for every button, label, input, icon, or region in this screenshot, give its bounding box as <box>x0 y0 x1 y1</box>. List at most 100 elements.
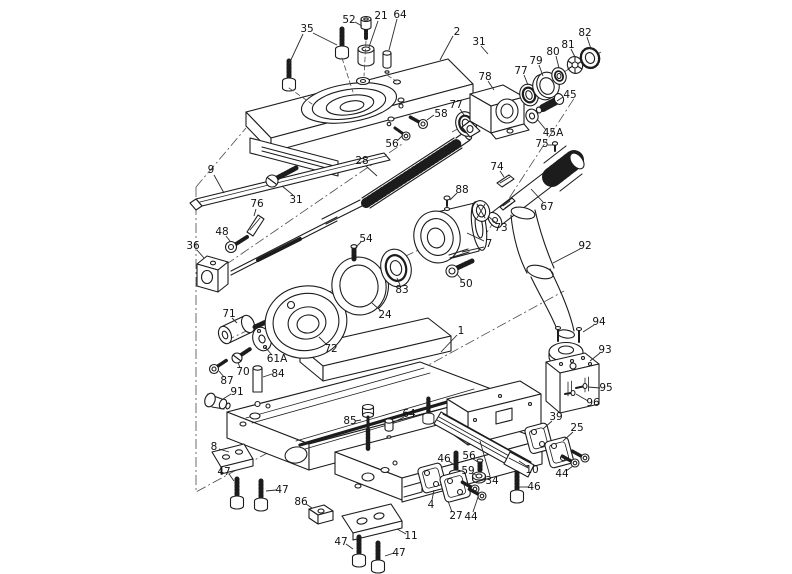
callout-25-56: 25 <box>570 422 583 434</box>
leader-line-9 <box>213 174 225 194</box>
leader-line-36 <box>196 249 205 259</box>
leader-line-67 <box>530 188 544 203</box>
leader-line-77 <box>459 108 465 116</box>
leader-line-50 <box>456 273 463 281</box>
callout-95-27: 95 <box>599 382 612 394</box>
washer-80 <box>551 67 567 85</box>
clamp-plate-11 <box>341 503 403 541</box>
callout-72-38: 72 <box>324 343 337 355</box>
clamp-block-86 <box>308 504 334 525</box>
leader-line-84 <box>262 373 273 378</box>
leader-line-2 <box>439 35 454 61</box>
leader-line-4 <box>431 489 435 501</box>
leader-line-45A <box>536 118 547 131</box>
leader-line-77 <box>523 74 529 86</box>
leader-line-80 <box>555 55 560 69</box>
callout-86-48: 86 <box>294 496 308 508</box>
leader-line-56 <box>396 134 404 142</box>
hex-bolt-47a <box>231 479 244 509</box>
screw-95 <box>575 382 588 390</box>
callout-54-35: 54 <box>359 233 373 245</box>
leader-line-35 <box>312 32 338 46</box>
leader-line-48 <box>225 235 231 242</box>
callout-48-33: 48 <box>215 226 228 238</box>
leader-line-31 <box>480 45 489 55</box>
knurled-nut-82 <box>579 46 601 70</box>
leader-line-7 <box>461 246 485 253</box>
callout-64-50: 64 <box>402 408 416 420</box>
leader-line-39 <box>542 420 553 430</box>
leader-line-85 <box>354 419 362 422</box>
callout-58-13: 58 <box>434 108 447 120</box>
callout-84-43: 84 <box>271 368 285 380</box>
washer-45A <box>525 108 539 124</box>
hex-bolt-47d <box>372 543 385 573</box>
leader-line-52 <box>354 21 363 27</box>
callout-45A-16: 45A <box>543 127 564 139</box>
leader-line-47 <box>384 552 395 557</box>
rack-bar-9 <box>189 152 391 211</box>
alignment-dashes-top <box>288 40 397 105</box>
callout-50-23: 50 <box>459 278 472 290</box>
callout-9-29: 9 <box>208 164 215 176</box>
leader-line-86 <box>305 503 313 509</box>
leader-line-44 <box>472 496 479 513</box>
screw-75 <box>551 141 559 152</box>
leader-line-45 <box>556 96 564 102</box>
feed-rod <box>230 216 338 276</box>
callout-94-25: 94 <box>592 316 606 328</box>
leader-line-91 <box>222 393 232 400</box>
callout-11-52: 11 <box>404 530 417 542</box>
callout-46-58: 46 <box>437 453 451 465</box>
callout-93-26: 93 <box>598 344 611 356</box>
callout-59-60: 59 <box>461 465 474 477</box>
callout-27-65: 27 <box>449 510 462 522</box>
callout-82-6: 82 <box>578 27 591 39</box>
wiper-plate-25 <box>544 436 574 469</box>
leader-line-73 <box>487 215 498 225</box>
screw-56-top <box>386 121 411 141</box>
callout-75-17: 75 <box>535 138 548 150</box>
callout-73-20: 73 <box>494 222 507 234</box>
plate-tongue <box>249 137 339 177</box>
socket-screw-52 <box>360 15 372 41</box>
leader-line-82 <box>586 36 592 50</box>
callout-31-30: 31 <box>289 194 302 206</box>
socket-bolt-85 <box>361 403 375 452</box>
callout-91-44: 91 <box>230 386 243 398</box>
screw-88 <box>443 195 451 207</box>
bearing-housing-7 <box>413 201 488 264</box>
wiper-plate-27 <box>439 470 471 503</box>
callout-81-7: 81 <box>561 39 574 51</box>
leader-line-58 <box>426 114 435 121</box>
callout-56-59: 56 <box>462 450 476 462</box>
screw-70 <box>231 347 252 364</box>
callout-21-2: 21 <box>374 10 387 22</box>
leader-line-76 <box>253 208 257 217</box>
screw-58 <box>398 103 429 130</box>
callout-7-22: 7 <box>486 238 493 250</box>
leader-line-56 <box>472 458 479 463</box>
leader-line-47 <box>345 543 354 550</box>
callout-76-32: 76 <box>250 198 264 210</box>
knob-91 <box>204 392 231 410</box>
screw-50 <box>445 258 475 278</box>
callout-52-1: 52 <box>342 14 355 26</box>
callout-61A-40: 61A <box>267 353 288 365</box>
callout-39-55: 39 <box>549 411 562 423</box>
leader-line-78 <box>487 80 495 91</box>
callout-31-5: 31 <box>472 36 485 48</box>
leader-line-61A <box>264 346 273 356</box>
screws-44-center <box>460 480 487 501</box>
leader-line-74 <box>499 170 505 178</box>
callout-83-36: 83 <box>395 284 408 296</box>
screws-94 <box>554 325 583 343</box>
set-screw-56-bottom <box>476 458 484 474</box>
callout-47-54: 47 <box>392 547 405 559</box>
callout-92-24: 92 <box>578 240 591 252</box>
callout-85-49: 85 <box>343 415 356 427</box>
callout-24-37: 24 <box>378 309 392 321</box>
fitting-45 <box>535 93 565 114</box>
